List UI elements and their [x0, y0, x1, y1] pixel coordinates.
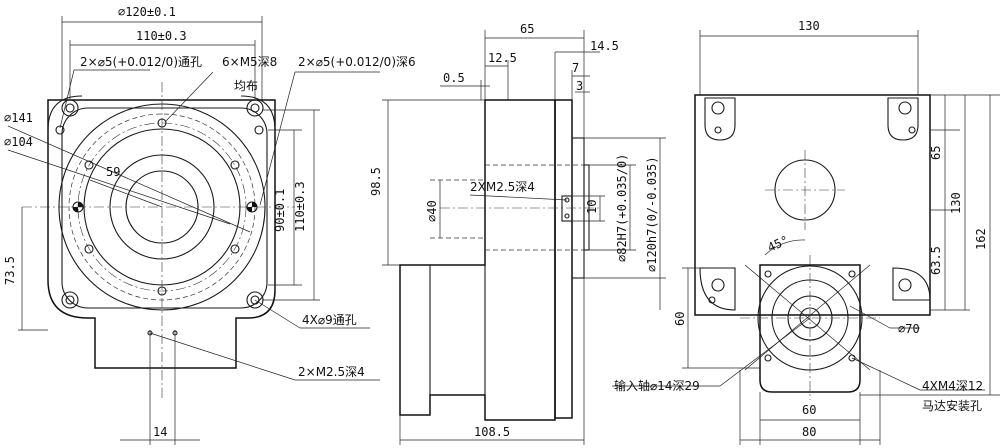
note-m5-even: 均布 — [234, 79, 258, 93]
front-corner-hole — [61, 99, 79, 117]
dim-130-top: 130 — [798, 19, 820, 33]
rear-view: 130 65 130 162 63.5 60 45° ⌀70 输入轴⌀14深29… — [612, 19, 1000, 445]
note-4xm4: 4XM4深12 — [922, 379, 983, 393]
dim-45-deg: 45° — [765, 233, 791, 255]
dim-12-5: 12.5 — [488, 51, 517, 65]
dim-0-5: 0.5 — [443, 71, 465, 85]
dim-90v: 90±0.1 — [273, 189, 287, 232]
dim-14-5: 14.5 — [590, 39, 619, 53]
dim-phi40: ⌀40 — [425, 200, 439, 222]
side-body-outline — [399, 99, 556, 421]
dim-63-5: 63.5 — [929, 246, 943, 275]
dim-14: 14 — [153, 425, 167, 439]
front-view: ⌀120±0.1 110±0.3 2×⌀5(+0.012/0)通孔 6×M5深8… — [3, 5, 416, 445]
note-input-shaft: 输入轴⌀14深29 — [614, 378, 700, 393]
dim-10: 10 — [585, 200, 599, 214]
dim-110v: 110±0.3 — [293, 181, 307, 232]
dim-60-horizontal: 60 — [802, 403, 816, 417]
note-pin-holes: 2×⌀5(+0.012/0)通孔 — [80, 55, 202, 69]
dim-phi120: ⌀120±0.1 — [118, 5, 176, 19]
dim-phi104: ⌀104 — [4, 135, 33, 149]
dim-phi120h7: ⌀120h7(0/-0.035) — [645, 156, 659, 272]
front-flange-outline — [47, 99, 276, 369]
rear-plate — [694, 94, 931, 316]
note-2xm2-5: 2XM2.5深4 — [470, 180, 535, 194]
note-m2-5: 2×M2.5深4 — [298, 365, 365, 379]
dim-60-vertical: 60 — [673, 312, 687, 326]
side-flange — [554, 99, 573, 419]
dim-65-rear: 65 — [929, 146, 943, 160]
dim-108-5: 108.5 — [474, 425, 510, 439]
dim-phi141: ⌀141 — [4, 111, 33, 125]
dim-73-5: 73.5 — [3, 256, 17, 285]
dim-130-vertical: 130 — [949, 192, 963, 214]
dim-phi82: ⌀82H7(+0.035/0) — [615, 154, 629, 262]
dim-80: 80 — [802, 425, 816, 439]
note-4x9: 4X⌀9通孔 — [302, 313, 357, 327]
note-motor-holes: 马达安装孔 — [922, 398, 982, 413]
rear-motor-mount — [759, 264, 861, 393]
dim-65: 65 — [520, 22, 534, 36]
dim-59: 59 — [106, 165, 120, 179]
dim-98-5: 98.5 — [369, 167, 383, 196]
dim-7: 7 — [572, 61, 579, 75]
dim-phi70: ⌀70 — [898, 322, 920, 336]
note-m5: 6×M5深8 — [222, 55, 277, 69]
dim-3: 3 — [576, 79, 583, 93]
dim-162: 162 — [974, 228, 988, 250]
side-view: 65 14.5 12.5 0.5 7 3 98.5 2XM2.5深4 ⌀40 1… — [369, 22, 666, 445]
front-inner-square — [61, 107, 268, 309]
dim-110h: 110±0.3 — [136, 29, 187, 43]
note-pin-holes-deep: 2×⌀5(+0.012/0)深6 — [298, 55, 416, 69]
